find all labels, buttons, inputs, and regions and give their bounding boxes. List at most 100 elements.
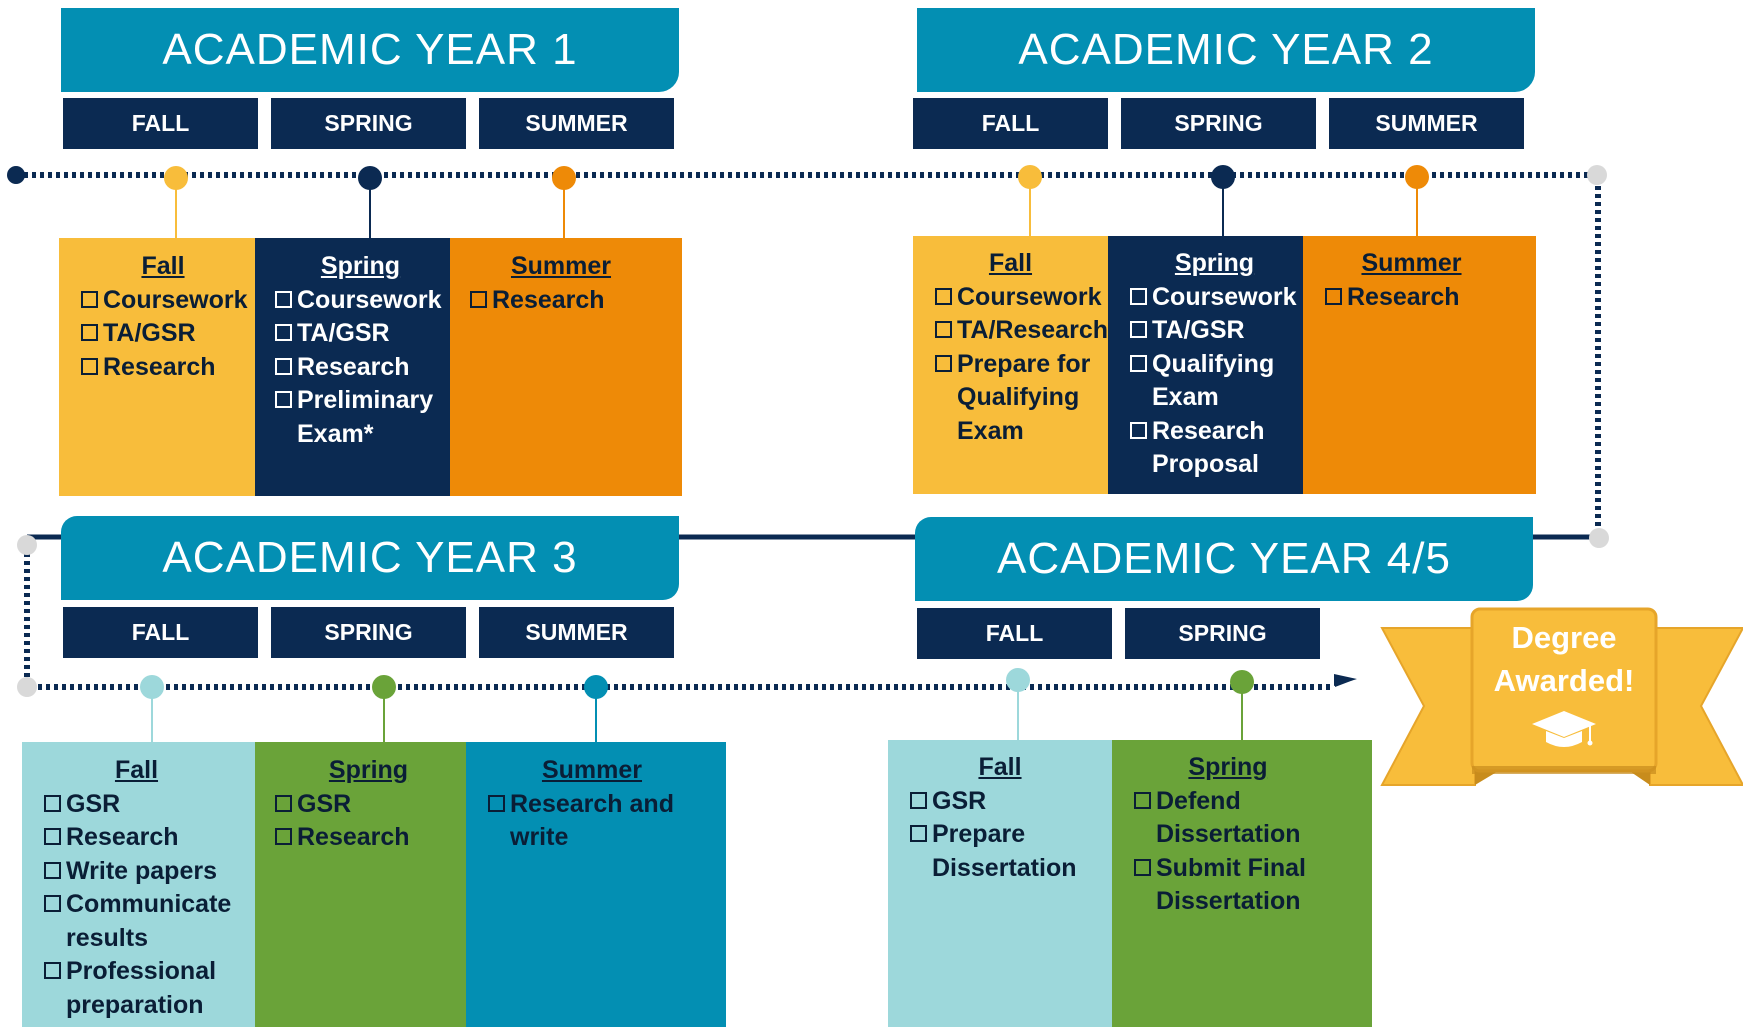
milestone-dot (358, 166, 382, 190)
checkbox-icon (910, 825, 927, 842)
year-1-summer-card: Summer Research (450, 238, 682, 496)
checkbox-icon (910, 791, 927, 809)
year-3-banner: ACADEMIC YEAR 3 (61, 516, 679, 600)
checkbox-icon (44, 828, 61, 845)
year-3-spring-card: Spring GSR Research (255, 742, 466, 1027)
checklist-item: Research (1325, 281, 1526, 315)
card-title: Fall (978, 753, 1022, 781)
card-title: Summer (1361, 249, 1462, 277)
year-45-fall-tab: FALL (917, 608, 1112, 659)
card-title: Spring (320, 252, 401, 280)
checkbox-icon (1325, 287, 1342, 305)
degree-line-2: Awarded! (1493, 663, 1635, 698)
year-1-spring-card: Spring Coursework TA/GSR Research Prelim… (255, 238, 450, 496)
checklist-item: Prepare Dissertation (910, 818, 1108, 885)
card-title: Spring (1174, 249, 1255, 277)
checklist-item: Communicate results (44, 888, 251, 955)
milestone-dot (552, 166, 576, 190)
checkbox-icon (81, 324, 98, 341)
checkbox-icon (81, 290, 98, 308)
checkbox-icon (935, 287, 952, 305)
checklist-item: TA/Research (935, 314, 1108, 348)
year-1-banner: ACADEMIC YEAR 1 (61, 8, 679, 92)
card-title: Fall (114, 756, 159, 784)
checkbox-icon (275, 324, 292, 341)
card-title: Spring (328, 756, 409, 784)
checklist-item: Research (81, 351, 245, 385)
year-3-summer-card: Summer Research and write (466, 742, 726, 1027)
milestone-dot (372, 675, 396, 699)
checklist-item: Research (470, 284, 672, 318)
checklist-item: Submit Final Dissertation (1134, 852, 1362, 919)
year-45-banner: ACADEMIC YEAR 4/5 (915, 517, 1533, 601)
checklist-item: TA/GSR (1130, 314, 1299, 348)
timeline-corner-dot (1587, 165, 1607, 185)
checklist-item: TA/GSR (275, 317, 446, 351)
card-title: Summer (510, 252, 612, 280)
checkbox-icon (1130, 321, 1147, 338)
checkbox-icon (1130, 354, 1147, 372)
checkbox-icon (1134, 858, 1151, 876)
checklist-item: GSR (275, 788, 462, 822)
timeline-corner-dot (17, 677, 37, 697)
checklist-item: Research Proposal (1130, 415, 1299, 482)
checklist-item: Professional preparation (44, 955, 251, 1022)
checklist-item: TA/GSR (81, 317, 245, 351)
timeline-corner-dot (1589, 528, 1609, 548)
card-title: Fall (141, 252, 185, 280)
timeline-start-dot (7, 166, 25, 184)
year-1-fall-tab: FALL (63, 98, 258, 149)
year-3-fall-tab: FALL (63, 607, 258, 658)
milestone-dot (584, 675, 608, 699)
year-2-spring-card: Spring Coursework TA/GSR Qualifying Exam… (1108, 236, 1303, 494)
year-3-spring-tab: SPRING (271, 607, 466, 658)
year-45-fall-card: Fall GSR Prepare Dissertation (888, 740, 1112, 1027)
milestone-dot (1230, 670, 1254, 694)
year-2-summer-tab: SUMMER (1329, 98, 1524, 149)
checkbox-icon (44, 861, 61, 879)
checkbox-icon (275, 290, 292, 308)
checklist-item: Coursework (935, 281, 1108, 315)
checkbox-icon (935, 354, 952, 372)
checkbox-icon (1134, 791, 1151, 809)
checklist-item: Research (275, 821, 462, 855)
milestone-dot (1018, 165, 1042, 189)
degree-line-1: Degree (1511, 620, 1617, 655)
card-title: Fall (988, 249, 1033, 277)
checkbox-icon (44, 794, 61, 812)
year-1-fall-card: Fall Coursework TA/GSR Research (59, 238, 255, 496)
year-2-summer-card: Summer Research (1303, 236, 1536, 494)
year-3-summer-tab: SUMMER (479, 607, 674, 658)
checkbox-icon (275, 794, 292, 812)
year-45-spring-tab: SPRING (1125, 608, 1320, 659)
checkbox-icon (488, 794, 505, 812)
checklist-item: Coursework (1130, 281, 1299, 315)
checklist-item: Research (275, 351, 446, 385)
checkbox-icon (470, 290, 487, 308)
year-2-fall-tab: FALL (913, 98, 1108, 149)
checklist-item: GSR (44, 788, 251, 822)
degree-awarded-label: Degree Awarded! (1472, 616, 1656, 702)
milestone-dot (140, 675, 164, 699)
checkbox-icon (275, 357, 292, 375)
checklist-item: Qualifying Exam (1130, 348, 1299, 415)
checkbox-icon (275, 391, 292, 408)
milestone-dot (1405, 165, 1429, 189)
checklist-item: Prepare for Qualifying Exam (935, 348, 1108, 449)
checkbox-icon (44, 895, 61, 912)
milestone-dot (1211, 165, 1235, 189)
checklist-item: GSR (910, 785, 1108, 819)
milestone-dot (1006, 668, 1030, 692)
year-1-summer-tab: SUMMER (479, 98, 674, 149)
year-3-fall-card: Fall GSR Research Write papers Communica… (22, 742, 255, 1027)
checkbox-icon (44, 962, 61, 979)
checklist-item: Research (44, 821, 251, 855)
card-title: Spring (1188, 753, 1268, 781)
checkbox-icon (935, 321, 952, 338)
card-title: Summer (541, 756, 643, 784)
year-2-spring-tab: SPRING (1121, 98, 1316, 149)
checklist-item: Write papers (44, 855, 251, 889)
checkbox-icon (81, 357, 98, 375)
checklist-item: Defend Dissertation (1134, 785, 1362, 852)
milestone-dot (164, 166, 188, 190)
